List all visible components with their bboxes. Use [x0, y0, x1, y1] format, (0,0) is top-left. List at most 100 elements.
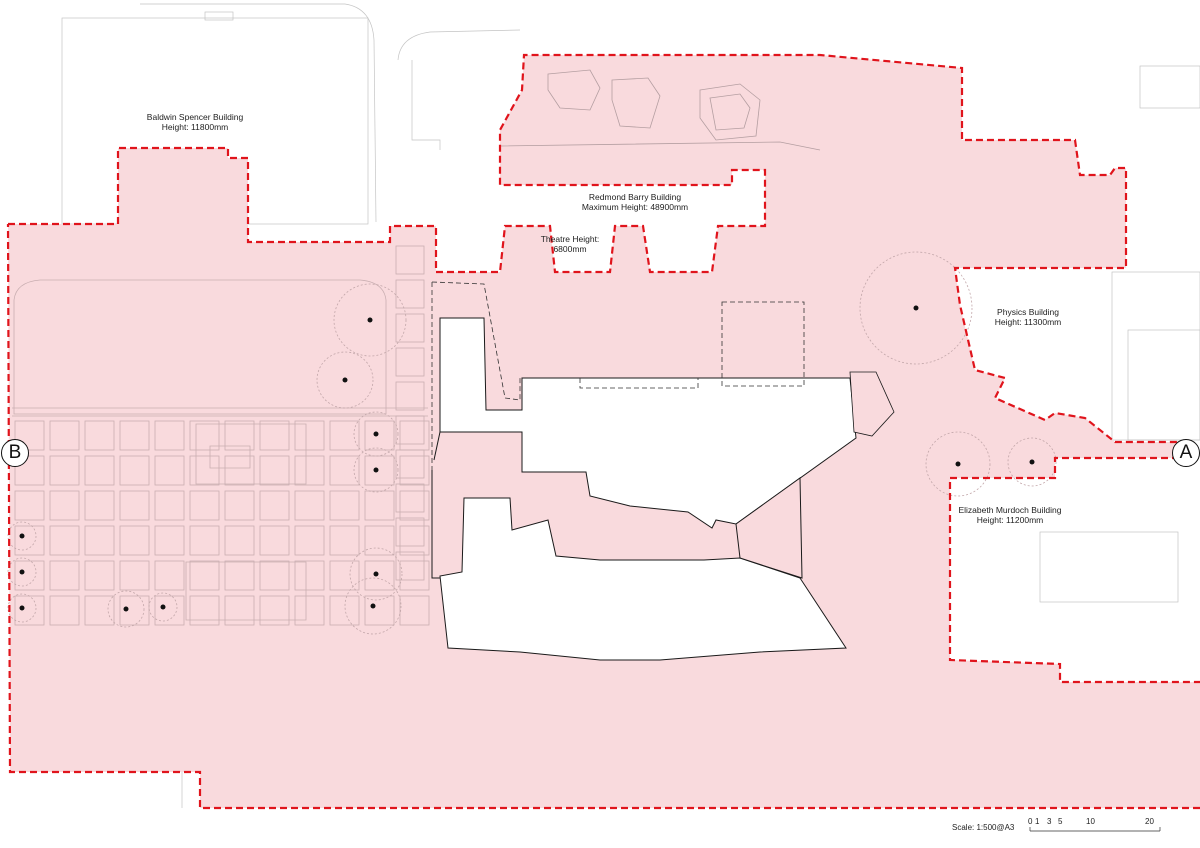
- paving-tile: [364, 560, 395, 591]
- paving-tile: [49, 420, 80, 451]
- paving-tile: [395, 517, 425, 547]
- paving-tile: [119, 490, 150, 521]
- paving-tile: [364, 595, 395, 626]
- paving-tile: [399, 525, 430, 556]
- paving-tile: [84, 455, 115, 486]
- paving-tile: [49, 595, 80, 626]
- building-voids: [431, 317, 895, 661]
- paving-tile: [154, 420, 185, 451]
- paving-tile: [49, 560, 80, 591]
- paving-tile: [329, 455, 360, 486]
- paving-tile: [49, 455, 80, 486]
- paving-tile: [395, 279, 425, 309]
- paving-tile: [395, 313, 425, 343]
- tree-trunk: [373, 431, 379, 437]
- paving-tile: [259, 420, 290, 451]
- paving-tile: [154, 455, 185, 486]
- paving-tile: [49, 525, 80, 556]
- paving-edge: [12, 407, 428, 417]
- paving-tile: [395, 245, 425, 275]
- redmond-name: Redmond Barry Building: [588, 192, 682, 202]
- paving-tile: [224, 490, 255, 521]
- paving-tile: [395, 483, 425, 513]
- paving-tile: [329, 560, 360, 591]
- physics-name: Physics Building: [997, 307, 1059, 317]
- paving-grid: [12, 245, 430, 626]
- paving-tile: [395, 415, 425, 445]
- paving-tile: [399, 455, 430, 486]
- tree-trunk: [373, 571, 379, 577]
- theatre-name: Theatre Height:: [540, 234, 600, 244]
- paving-tile: [329, 490, 360, 521]
- paving-tile: [154, 525, 185, 556]
- redmond-height: Maximum Height: 48900mm: [581, 202, 689, 212]
- redmond-barry-outline: [499, 69, 821, 151]
- baldwin-height: Height: 11800mm: [161, 122, 229, 132]
- paving-tile: [294, 455, 325, 486]
- tree-trunk: [342, 377, 348, 383]
- paving-tile: [364, 525, 395, 556]
- tree-trunk: [19, 605, 25, 611]
- paving-tile: [329, 595, 360, 626]
- paving-tile: [189, 595, 220, 626]
- physics-height: Height: 11300mm: [994, 317, 1062, 327]
- paving-tile: [84, 595, 115, 626]
- paving-tile: [399, 595, 430, 626]
- section-marker-b: B: [1, 439, 29, 467]
- planter-outline: [185, 561, 307, 621]
- tree-trunk: [160, 604, 166, 610]
- tree-canopy: [925, 431, 991, 497]
- paving-tile: [224, 560, 255, 591]
- paving-tile: [14, 490, 45, 521]
- paving-tile: [329, 420, 360, 451]
- fountain-outline: [195, 423, 307, 485]
- paving-tile: [189, 525, 220, 556]
- paving-tile: [364, 490, 395, 521]
- tree-trunk: [370, 603, 376, 609]
- paving-tile: [294, 525, 325, 556]
- tree-canopy: [7, 593, 37, 623]
- paving-tile: [84, 525, 115, 556]
- paving-tile: [294, 560, 325, 591]
- paving-tile: [154, 560, 185, 591]
- tree-canopy: [316, 351, 374, 409]
- tree-canopy: [148, 592, 178, 622]
- tree-trunk: [913, 305, 919, 311]
- paving-tile: [259, 525, 290, 556]
- tree-trunk: [367, 317, 373, 323]
- paving-tile: [259, 595, 290, 626]
- paving-tile: [259, 560, 290, 591]
- paving-tile: [154, 490, 185, 521]
- paving-tile: [399, 490, 430, 521]
- murdoch-height: Height: 11200mm: [976, 515, 1044, 525]
- paving-tile: [329, 525, 360, 556]
- paving-tile: [364, 455, 395, 486]
- tree-trunk: [19, 533, 25, 539]
- paving-tile: [119, 525, 150, 556]
- tree-canopy: [859, 251, 973, 365]
- tree-canopy: [353, 411, 399, 457]
- tree-canopy: [344, 577, 402, 635]
- tree-canopy: [7, 557, 37, 587]
- paving-tile: [224, 455, 255, 486]
- paving-tile: [14, 420, 45, 451]
- paving-tile: [259, 490, 290, 521]
- theatre-height: 6800mm: [553, 244, 587, 254]
- paving-tile: [259, 455, 290, 486]
- label-baldwin-spencer: Baldwin Spencer Building Height: 11800mm: [120, 112, 270, 132]
- baldwin-name: Baldwin Spencer Building: [146, 112, 244, 122]
- scale-tick-5: 5: [1058, 817, 1063, 826]
- scale-tick-0: 0: [1028, 817, 1033, 826]
- tree-canopy: [7, 521, 37, 551]
- tree-canopy: [353, 447, 399, 493]
- paving-tile: [395, 381, 425, 411]
- tree-canopy: [349, 547, 403, 601]
- paving-tile: [14, 525, 45, 556]
- paving-tile: [154, 595, 185, 626]
- section-marker-a: A: [1172, 439, 1200, 467]
- paving-tile: [294, 420, 325, 451]
- tree-canopy: [107, 590, 145, 628]
- paving-tile: [294, 490, 325, 521]
- paving-tile: [189, 560, 220, 591]
